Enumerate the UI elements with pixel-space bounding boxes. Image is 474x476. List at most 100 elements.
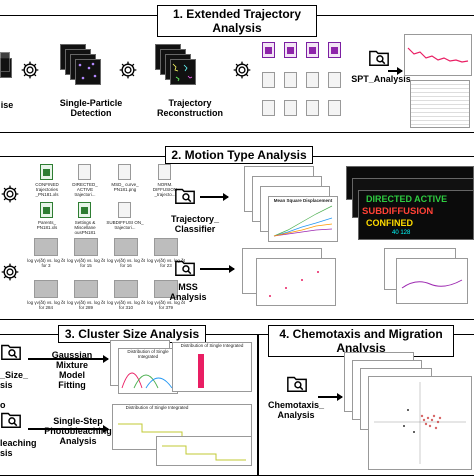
log-plot-thumb xyxy=(74,280,98,298)
file-icon xyxy=(306,72,319,88)
gear-icon xyxy=(233,61,251,79)
file-icon xyxy=(158,164,171,180)
file-name: SUBDIFFUSI ON_ trajectori... xyxy=(106,220,144,230)
log-plot-name: log γν(δt) vs. log δt for 284 xyxy=(27,300,65,310)
spt-analysis-label: SPT_Analysis xyxy=(351,74,411,84)
log-plot-name: log γν(δt) vs. log δt for 23 xyxy=(147,258,185,268)
file-icon xyxy=(262,72,275,88)
trajectory-classifier-label: Trajectory_ Classifier xyxy=(160,214,230,234)
folder-search-icon xyxy=(175,260,195,276)
chemotaxis-analysis-label: Chemotaxis_ Analysis xyxy=(266,400,326,420)
file-icon xyxy=(306,42,319,58)
trajectory-frame xyxy=(170,59,196,85)
log-plot-name: log γν(δt) vs. log δt for 15 xyxy=(67,258,105,268)
classifier-label-line2: Classifier xyxy=(174,224,216,234)
file-icon xyxy=(118,164,131,180)
mss-plot xyxy=(256,258,336,306)
file-icon xyxy=(284,100,297,116)
panel3-title: 3. Cluster Size Analysis xyxy=(58,325,206,343)
reconstruction-label-line2: Reconstruction xyxy=(156,108,223,118)
photobleaching-label: Single-Step Photobleaching Analysis xyxy=(44,416,112,446)
log-plot-name: log γν(δt) vs. log δt for 289 xyxy=(67,300,105,310)
frag-label-size: _Size_ xyxy=(0,370,29,380)
gaussian-label-line2: Mixture xyxy=(55,360,88,370)
trajectory-tracks xyxy=(172,63,193,82)
file-icon xyxy=(118,202,131,218)
gear-icon xyxy=(21,61,39,79)
log-plot-name: log γν(δt) vs. log δt for 379 xyxy=(147,300,185,310)
log-plot-thumb xyxy=(34,238,58,256)
gear-icon xyxy=(1,185,19,203)
gmm-plot xyxy=(172,342,252,392)
file-name: Parents_ PN181.xls xyxy=(36,220,58,230)
msd-plot-title: Mean Square Displacement xyxy=(273,198,333,203)
panel1-title-line2: Analysis xyxy=(212,21,262,35)
detection-label-line1: Single-Particle xyxy=(59,98,123,108)
file-icon xyxy=(40,202,53,218)
detection-label-line2: Detection xyxy=(70,108,112,118)
file-icon xyxy=(262,42,275,58)
log-plot-thumb xyxy=(154,238,178,256)
frag-label-o: o xyxy=(0,400,6,410)
file-icon xyxy=(78,164,91,180)
classifier-label-line1: Trajectory_ xyxy=(170,214,220,224)
arrow-icon xyxy=(200,265,235,272)
file-icon xyxy=(78,202,91,218)
motion-label-confined: CONFINED xyxy=(366,218,413,228)
folder-search-icon xyxy=(1,412,21,428)
log-plot-thumb xyxy=(74,238,98,256)
arrow-icon xyxy=(28,355,109,362)
frag-label-leaching: leaching xyxy=(0,438,37,448)
gear-icon xyxy=(119,61,137,79)
detection-frame xyxy=(75,59,101,85)
gaussian-label-line1: Gaussian xyxy=(51,350,93,360)
mss-label-line2: Analysis xyxy=(169,292,207,302)
frag-label-sis: sis xyxy=(0,380,13,390)
file-icon xyxy=(262,100,275,116)
panel1-title: 1. Extended Trajectory Analysis xyxy=(157,5,317,37)
chemotaxis-label-line1: Chemotaxis_ xyxy=(267,400,325,410)
reconstruction-label: Trajectory Reconstruction xyxy=(152,98,228,118)
log-plot-thumb xyxy=(154,280,178,298)
mss-points xyxy=(269,271,319,297)
photobleaching-plot xyxy=(156,436,252,466)
file-icon xyxy=(306,100,319,116)
photobleaching-trace xyxy=(162,445,246,461)
mss-analysis-label: MSS Analysis xyxy=(158,282,218,302)
arrow-icon xyxy=(200,193,229,200)
arrow-icon xyxy=(28,425,109,432)
photobleaching-plot-title: Distribution of Single Integrated xyxy=(125,405,189,410)
arrow-icon xyxy=(318,393,343,400)
mss-curve xyxy=(401,279,463,289)
chemotaxis-label-line2: Analysis xyxy=(277,410,315,420)
arrow-icon xyxy=(388,67,403,74)
panel4-title: 4. Chemotaxis and Migration Analysis xyxy=(268,325,454,357)
reconstruction-label-line1: Trajectory xyxy=(168,98,212,108)
gear-icon xyxy=(1,263,19,281)
gaussian-label-line3: Model xyxy=(59,370,85,380)
file-icon xyxy=(328,100,341,116)
photobleaching-label-line3: Analysis xyxy=(59,436,97,446)
msd-curves xyxy=(273,205,333,237)
panel1-title-line1: 1. Extended Trajectory xyxy=(172,7,302,21)
photobleaching-label-line1: Single-Step xyxy=(53,416,103,426)
file-name: CONFINED trajectories _PN181.xls xyxy=(35,182,59,197)
folder-search-icon xyxy=(287,376,307,392)
gmm-plot-title: Distribution of Single Integrated xyxy=(180,343,244,348)
detection-label: Single-Particle Detection xyxy=(54,98,128,118)
chemotaxis-scatter xyxy=(374,382,466,464)
log-plot-name: log γν(δt) vs. log δt for 16 xyxy=(107,258,145,268)
detection-spots xyxy=(78,62,97,80)
log-plot-name: log γν(δt) vs. log δt for 310 xyxy=(107,300,145,310)
folder-search-icon xyxy=(369,50,389,66)
folder-search-icon xyxy=(1,344,21,360)
panel2-title: 2. Motion Type Analysis xyxy=(165,146,313,164)
file-icon xyxy=(328,42,341,58)
file-name: NORM. DIFFUSION _trajecto... xyxy=(152,182,178,197)
spt-result-plot xyxy=(404,34,472,76)
log-plot-thumb xyxy=(34,280,58,298)
log-plot-thumb xyxy=(114,238,138,256)
photobleaching-label-line2: Photobleaching xyxy=(44,426,112,436)
file-icon xyxy=(284,72,297,88)
file-icon xyxy=(328,72,341,88)
